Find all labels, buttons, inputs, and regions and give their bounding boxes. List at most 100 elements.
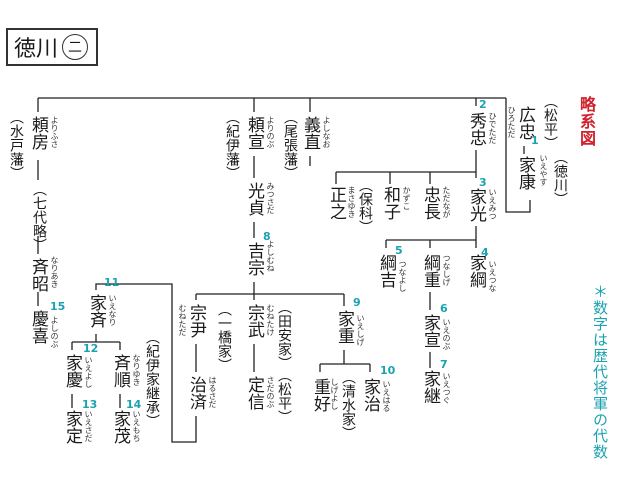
- note-nariaki: （七代略）: [31, 182, 47, 252]
- person-tsunayoshi: 綱吉: [376, 254, 396, 288]
- gen-ietsugu: 7: [440, 358, 448, 371]
- gen-tsunayoshi: 5: [395, 244, 403, 257]
- person-name: 重好: [310, 378, 330, 412]
- person-munetada: 宗尹: [186, 304, 206, 338]
- reading-mitsusada: みつさだ: [266, 182, 275, 214]
- note-sadanobu: （松平）: [276, 368, 292, 424]
- note-munetake: （田安家）: [276, 300, 292, 370]
- person-iemochi: 家茂: [110, 410, 130, 444]
- person-ietsugu: 家継: [420, 370, 440, 404]
- gen-iemitsu: 3: [479, 176, 487, 189]
- person-mitsusada: 光貞: [244, 182, 264, 216]
- reading-yoshimune: よしむね: [266, 240, 275, 272]
- person-name: 綱吉: [376, 254, 396, 288]
- reading-ieharu: いえはる: [382, 380, 391, 412]
- reading-ieyoshi: いえよし: [84, 356, 93, 388]
- generation-note: ＊数字は歴代将軍の代数: [591, 284, 609, 460]
- reading-ieyasu: いえやす: [539, 154, 548, 186]
- note-yorinobu: （紀伊藩）: [224, 110, 240, 180]
- note-munetada: （一橋家）: [216, 302, 232, 372]
- person-ieyasu: 家康: [515, 156, 535, 190]
- note-nariyuki: （紀伊家継承）: [144, 330, 160, 428]
- title-box: 徳川 二: [6, 28, 98, 66]
- reading-yorifusa: よりふさ: [50, 116, 59, 148]
- reading-masayuki: まさゆき: [347, 186, 356, 218]
- person-name: 光貞: [244, 182, 264, 216]
- person-name: 忠長: [420, 186, 440, 220]
- reading-nariaki: なりあき: [50, 256, 59, 288]
- note-hirotada: （松平）: [542, 94, 558, 150]
- person-ieharu: 家治: [360, 378, 380, 412]
- person-munetake: 宗武: [244, 304, 264, 338]
- person-hidetada: 秀忠: [466, 112, 486, 146]
- gen-ienari: 11: [104, 276, 120, 289]
- person-tadanaga: 忠長: [420, 186, 440, 220]
- person-nariyuki: 斉順: [110, 354, 130, 388]
- person-name: 家継: [420, 370, 440, 404]
- person-yoshinao: 義直: [300, 116, 320, 150]
- person-ieyoshi: 家慶: [62, 354, 82, 388]
- person-name: 慶喜: [28, 310, 48, 344]
- person-name: 家定: [62, 410, 82, 444]
- person-sadanobu: 定信: [244, 376, 264, 410]
- reading-sadanobu: さだのぶ: [266, 376, 275, 408]
- note-yoshinao: （尾張藩）: [282, 110, 298, 180]
- person-hirotada: 広忠: [515, 106, 535, 140]
- person-name: 綱重: [420, 254, 440, 288]
- reading-ienobu: いえのぶ: [442, 318, 451, 350]
- person-name: 和子: [380, 186, 400, 220]
- person-nariaki: 斉昭: [28, 258, 48, 292]
- person-name: 正之: [326, 186, 346, 220]
- reading-iesada: いえさだ: [84, 410, 93, 442]
- reading-hidetada: ひでただ: [488, 112, 497, 144]
- person-name: 定信: [244, 376, 264, 410]
- person-name: 家康: [515, 156, 535, 190]
- gen-iemochi: 14: [126, 398, 142, 411]
- person-ienobu: 家宣: [420, 314, 440, 348]
- reading-yorinobu: よりのぶ: [266, 116, 275, 148]
- reading-ieshige: いえしげ: [356, 314, 365, 346]
- page-title: 徳川: [14, 37, 59, 62]
- reading-ietsugu: いえつぐ: [442, 372, 451, 404]
- part-number-circle: 二: [62, 34, 89, 60]
- gen-ieyasu: 1: [531, 134, 539, 147]
- person-name: 家斉: [86, 294, 106, 328]
- note-yorifusa: （水戸藩）: [8, 110, 24, 180]
- person-name: 家茂: [110, 410, 130, 444]
- reading-iemitsu: いえみつ: [488, 188, 497, 220]
- person-yorifusa: 頼房: [28, 116, 48, 150]
- reading-yoshinobu: よしのぶ: [50, 316, 59, 348]
- gen-ieharu: 10: [380, 364, 396, 377]
- person-kazuko: 和子: [380, 186, 400, 220]
- gen-iesada: 13: [82, 398, 98, 411]
- person-name: 宗尹: [186, 304, 206, 338]
- reading-shigeyoshi: しげよし: [330, 378, 339, 410]
- reading-harusada: はるさだ: [208, 376, 217, 408]
- person-name: 広忠: [515, 106, 535, 140]
- person-name: 吉宗: [244, 242, 264, 276]
- reading-hirotada: ひろただ: [507, 106, 516, 138]
- person-tsunashige: 綱重: [420, 254, 440, 288]
- person-name: 家慶: [62, 354, 82, 388]
- reading-nariyuki: なりゆき: [132, 354, 141, 386]
- person-yorinobu: 頼宣: [244, 116, 264, 150]
- reading-munetada: むねただ: [178, 304, 187, 336]
- gen-hidetada: 2: [479, 98, 487, 111]
- reading-tsunashige: つなしげ: [442, 254, 451, 286]
- person-name: 家治: [360, 378, 380, 412]
- person-name: 斉順: [110, 354, 130, 388]
- reading-tadanaga: ただなが: [442, 186, 451, 218]
- person-name: 義直: [300, 116, 320, 150]
- person-ietsuna: 家綱: [466, 254, 486, 288]
- note-shigeyoshi: （清水家）: [340, 370, 356, 440]
- gen-ieshige: 9: [353, 296, 361, 309]
- person-name: 斉昭: [28, 258, 48, 292]
- reading-ietsuna: いえつな: [488, 260, 497, 292]
- person-name: 頼房: [28, 116, 48, 150]
- person-iemitsu: 家光: [466, 188, 486, 222]
- person-name: 治済: [186, 376, 206, 410]
- person-yoshinobu: 慶喜: [28, 310, 48, 344]
- note-ieyasu: （徳川）: [552, 150, 568, 206]
- reading-tsunayoshi: つなよし: [398, 260, 407, 292]
- person-yoshimune: 吉宗: [244, 242, 264, 276]
